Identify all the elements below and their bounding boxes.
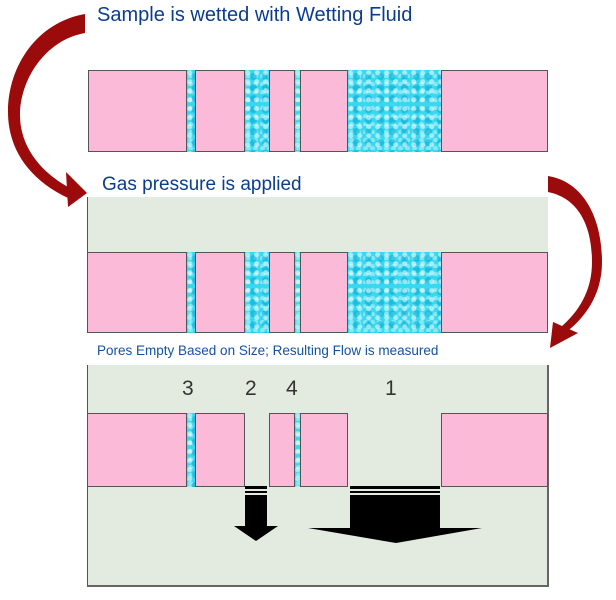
pore-label-3: 3 <box>182 377 194 400</box>
solid-block <box>269 70 295 152</box>
step-1-title: Sample is wetted with Wetting Fluid <box>97 4 413 26</box>
fluid-pore-3 <box>187 70 195 152</box>
pore-label-2: 2 <box>245 377 257 400</box>
pore-label-1: 1 <box>385 377 397 400</box>
solid-block <box>269 413 295 487</box>
step-arrow-2-to-3 <box>548 176 602 348</box>
solid-block <box>195 413 245 487</box>
fluid-pore-4 <box>295 252 300 333</box>
fluid-pore-1 <box>348 70 441 152</box>
solid-block <box>87 413 187 487</box>
fluid-pore-1 <box>348 252 441 333</box>
step-2-title: Gas pressure is applied <box>102 174 302 195</box>
solid-block <box>300 413 348 487</box>
fluid-pore-4 <box>295 70 300 152</box>
pore-label-4: 4 <box>286 377 298 400</box>
solid-block <box>441 252 548 333</box>
gas-region <box>87 197 548 253</box>
solid-block <box>195 70 245 152</box>
solid-block <box>300 70 348 152</box>
solid-block <box>269 252 295 333</box>
solid-block <box>441 413 548 487</box>
solid-block <box>195 252 245 333</box>
flow-arrow-pore-1 <box>308 486 482 543</box>
solid-block <box>441 70 548 152</box>
step-3-title: Pores Empty Based on Size; Resulting Flo… <box>97 343 439 358</box>
solid-block <box>87 252 187 333</box>
fluid-pore-4 <box>295 413 300 487</box>
flow-arrow-pore-2 <box>234 486 278 541</box>
solid-block <box>300 252 348 333</box>
fluid-pore-2 <box>245 252 269 333</box>
fluid-pore-3 <box>187 413 195 487</box>
fluid-pore-3 <box>187 252 195 333</box>
solid-block <box>88 70 187 152</box>
step-arrow-1-to-2 <box>8 14 87 207</box>
fluid-pore-2 <box>245 70 269 152</box>
